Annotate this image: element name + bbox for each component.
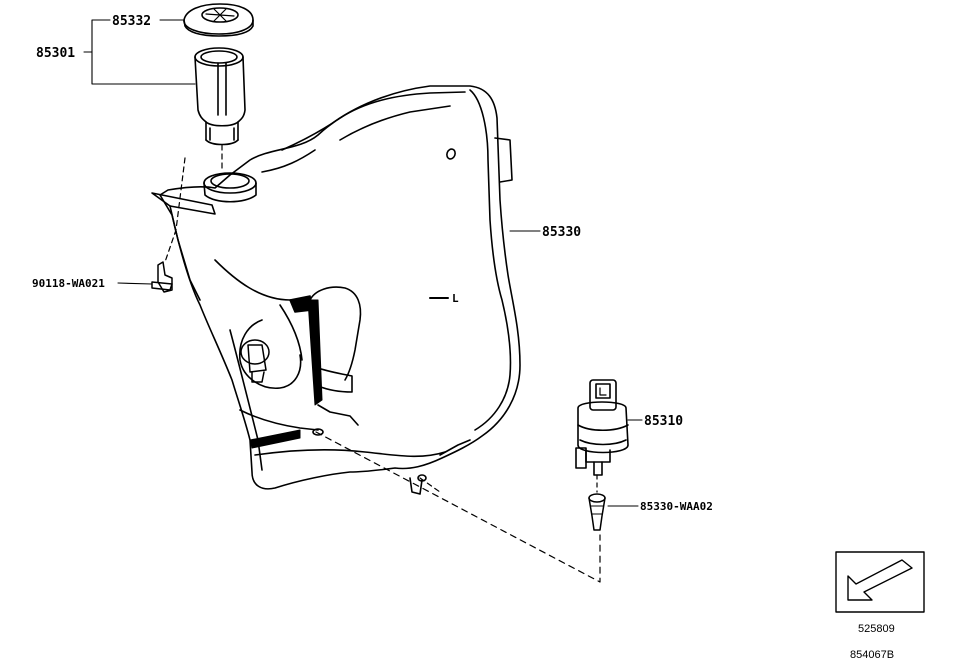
callout-85330: 85330 <box>542 225 581 240</box>
direction-arrow-box <box>835 551 925 613</box>
figure-code: 854067B <box>850 649 894 661</box>
reference-code: 525809 <box>858 623 895 635</box>
callout-85310: 85310 <box>644 414 683 429</box>
alignment-line-pump <box>315 431 601 583</box>
tank-outlet-fitting <box>240 339 270 383</box>
alignment-line-tank-hole <box>419 477 441 493</box>
washer-tank: L <box>151 85 521 495</box>
callout-85330-WAA02: 85330-WAA02 <box>640 500 713 513</box>
callout-90118-WA021: 90118-WA021 <box>32 277 105 290</box>
tank-level-mark: L <box>452 292 459 305</box>
filler-cap <box>183 3 254 37</box>
leader-lines <box>83 19 643 507</box>
washer-pump <box>575 379 629 476</box>
alignment-line-clip <box>164 157 186 263</box>
callout-85332: 85332 <box>112 14 151 29</box>
clip <box>151 261 173 293</box>
callout-85301: 85301 <box>36 46 75 61</box>
grommet <box>588 493 606 531</box>
filler-neck <box>194 47 246 146</box>
